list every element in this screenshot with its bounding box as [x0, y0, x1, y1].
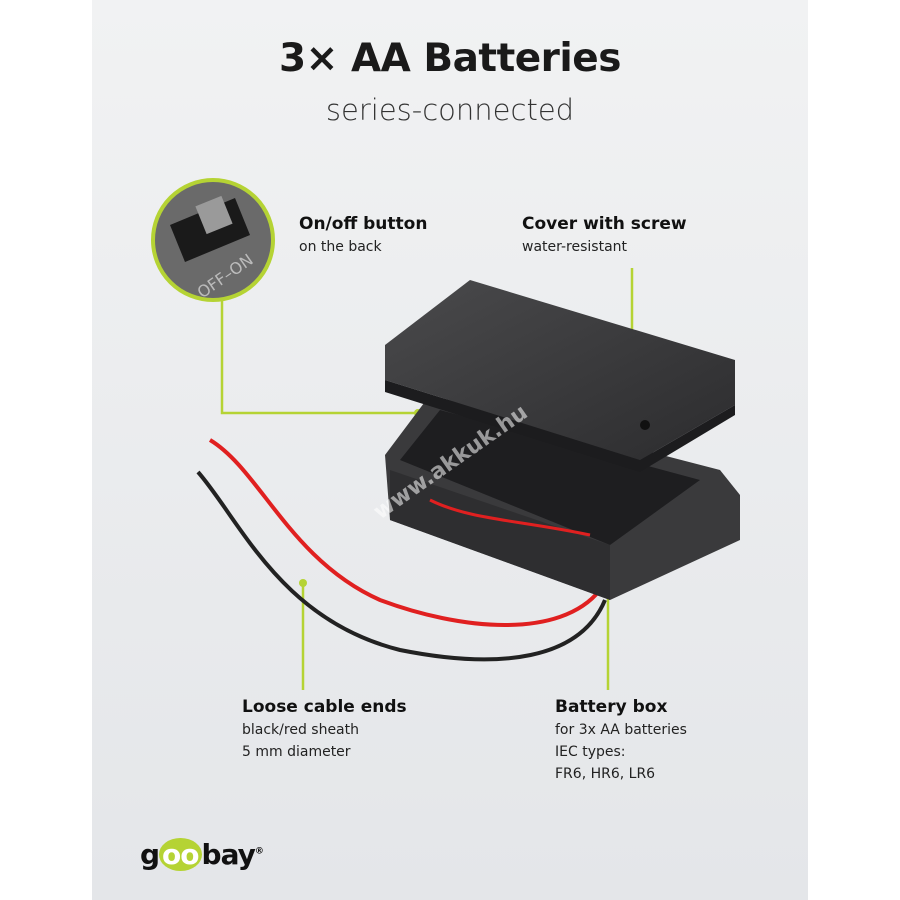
- logo-text: bay: [201, 838, 256, 871]
- logo-text: oo: [159, 838, 202, 871]
- callout-text: on the back: [299, 239, 382, 255]
- callout-text: black/red sheath: [242, 722, 359, 738]
- callout-text: IEC types:: [555, 744, 626, 760]
- black-wire: [196, 470, 607, 662]
- inset-ring: [151, 178, 275, 302]
- callout-on-off-button: On/off button on the back: [299, 212, 427, 258]
- logo-mark: ®: [254, 846, 264, 857]
- callout-heading: Battery box: [555, 697, 668, 717]
- callout-heading: On/off button: [299, 214, 428, 234]
- callout-heading: Cover with screw: [522, 214, 687, 234]
- red-wire: [208, 438, 602, 627]
- callout-text: for 3x AA batteries: [555, 722, 687, 738]
- battery-box-lid: [385, 280, 735, 460]
- callout-text: water-resistant: [522, 239, 628, 255]
- switch-detail-inset: OFF–ON: [151, 178, 275, 302]
- callout-battery-box: Battery box for 3x AA batteries IEC type…: [555, 695, 687, 785]
- battery-box-side: [390, 470, 610, 600]
- callout-cable-ends: Loose cable ends black/red sheath 5 mm d…: [242, 695, 407, 763]
- internal-wire: [429, 498, 591, 537]
- screw-icon: [640, 420, 650, 430]
- page-subtitle: series-connected: [325, 93, 575, 127]
- leader-dot: [299, 579, 307, 587]
- page-title: 3× AA Batteries: [279, 36, 621, 81]
- battery-compartment: [400, 410, 700, 545]
- switch-knob: [195, 195, 233, 235]
- callout-cover: Cover with screw water-resistant: [522, 212, 687, 258]
- callout-heading: Loose cable ends: [242, 697, 407, 717]
- logo-text: g: [140, 838, 160, 871]
- callout-text: FR6, HR6, LR6: [555, 766, 656, 782]
- callout-text: 5 mm diameter: [242, 744, 351, 760]
- leader-line-switch: [220, 300, 418, 415]
